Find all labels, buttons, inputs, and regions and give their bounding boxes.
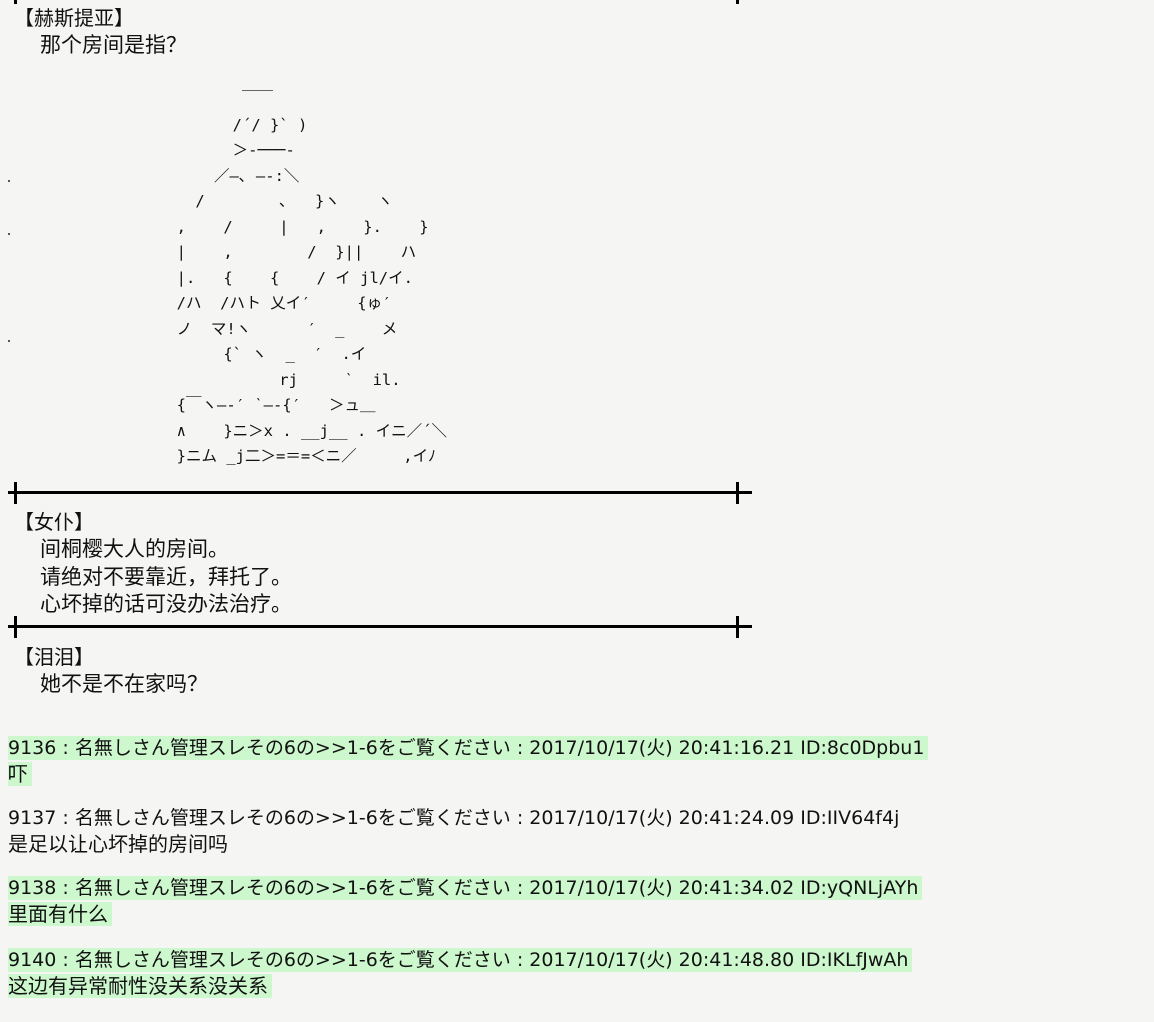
post-datetime: 2017/10/17(火) 20:41:16.21: [529, 737, 795, 759]
post-author-name[interactable]: 名無しさん管理スレその6の>>1-6をご覧ください: [74, 949, 511, 971]
ascii-art-line: ／―､ ―‐:＼: [130, 166, 300, 185]
ascii-art-line: ￣￣: [130, 90, 273, 108]
ascii-art-line: {` ヽ _ ′ .イ: [130, 345, 367, 363]
divider-right-tick: [736, 616, 739, 638]
ascii-art-line: / ､ }ヽ ヽ: [130, 192, 393, 210]
speaker-name: 【赫斯提亚】: [14, 6, 134, 30]
post-body: 里面有什么: [8, 902, 112, 926]
post-header: 9137 : 名無しさん管理スレその6の>>1-6をご覧ください : 2017/…: [8, 806, 903, 830]
ascii-art-line: {￣ヽ―‐′ ˋ―‐{′ ＞ュ＿: [130, 396, 376, 414]
ascii-art-line: ＞‐───‐: [130, 141, 295, 159]
post-id[interactable]: ID:8c0Dpbu1: [800, 737, 925, 759]
post-body: 这边有异常耐性没关系没关系: [8, 974, 272, 998]
ascii-art: ￣￣ /´/ }` ) ＞‐───‐ ／―､ ―‐:＼ / ､ }ヽ ヽ , /…: [130, 87, 447, 470]
divider-right-tick: [736, 482, 739, 504]
dialogue-line: 心坏掉的话可没办法治疗。: [40, 592, 292, 616]
top-divider-left-tick: [14, 0, 17, 4]
dialogue-line: 请绝对不要靠近，拜托了。: [40, 565, 292, 589]
post-datetime: 2017/10/17(火) 20:41:24.09: [529, 807, 795, 829]
ascii-art-line: | , / }|| ハ: [130, 243, 417, 261]
top-divider-right-tick: [736, 0, 739, 4]
separator: :: [510, 949, 530, 971]
ascii-art-line: |. { { / イ jl/イ.: [130, 268, 413, 287]
speaker-name: 【泪泪】: [14, 645, 94, 669]
margin-dot: [8, 340, 10, 342]
post-number: 9140: [8, 949, 57, 971]
divider-left-tick: [14, 616, 17, 638]
dialogue-line: 她不是不在家吗？: [40, 672, 208, 696]
margin-dot: [8, 180, 10, 182]
separator: :: [56, 949, 75, 971]
post-header: 9136 : 名無しさん管理スレその6の>>1-6をご覧ください : 2017/…: [8, 736, 929, 760]
separator: :: [510, 877, 530, 899]
post-body: 吓: [8, 762, 32, 786]
post-number: 9138: [8, 877, 57, 899]
post-number: 9137: [8, 807, 57, 829]
dialogue-line: 间桐樱大人的房间。: [40, 537, 229, 561]
ascii-art-line: /ハ /ハト 乂イ′ {ゅ′: [130, 294, 392, 312]
post-id[interactable]: ID:yQNLjAYh: [800, 877, 919, 899]
ascii-art-line: ノ マ!ヽ ′ _ メ: [130, 319, 398, 338]
ascii-art-line: ∧ }ニ＞x . __j__ . イニ／´＼: [130, 421, 447, 440]
margin-dot: [8, 233, 10, 235]
post-id[interactable]: ID:IIV64f4j: [800, 807, 900, 829]
separator: :: [510, 807, 530, 829]
section-divider: [8, 625, 752, 628]
post-header: 9138 : 名無しさん管理スレその6の>>1-6をご覧ください : 2017/…: [8, 876, 923, 900]
separator: :: [56, 807, 75, 829]
separator: :: [56, 737, 75, 759]
post-id[interactable]: ID:IKLfJwAh: [800, 949, 909, 971]
ascii-art-line: /´/ }` ): [130, 115, 308, 134]
post-author-name[interactable]: 名無しさん管理スレその6の>>1-6をご覧ください: [74, 737, 511, 759]
separator: :: [56, 877, 75, 899]
divider-left-tick: [14, 482, 17, 504]
post-author-name[interactable]: 名無しさん管理スレその6の>>1-6をご覧ください: [74, 877, 511, 899]
post-body: 是足以让心坏掉的房间吗: [8, 832, 228, 856]
separator: :: [510, 737, 530, 759]
post-number: 9136: [8, 737, 57, 759]
speaker-name: 【女仆】: [14, 510, 94, 534]
post-author-name[interactable]: 名無しさん管理スレその6の>>1-6をご覧ください: [74, 807, 511, 829]
post-datetime: 2017/10/17(火) 20:41:34.02: [529, 877, 795, 899]
ascii-art-line: rj ˋ il.: [130, 370, 401, 389]
ascii-art-line: }ニム _j二＞=＝=＜ニ／ ,イﾉ: [130, 447, 436, 465]
section-divider: [8, 491, 752, 494]
ascii-art-line: , / | , }. }: [130, 217, 429, 236]
post-datetime: 2017/10/17(火) 20:41:48.80: [529, 949, 795, 971]
post-header: 9140 : 名無しさん管理スレその6の>>1-6をご覧ください : 2017/…: [8, 948, 913, 972]
dialogue-line: 那个房间是指？: [40, 33, 187, 57]
